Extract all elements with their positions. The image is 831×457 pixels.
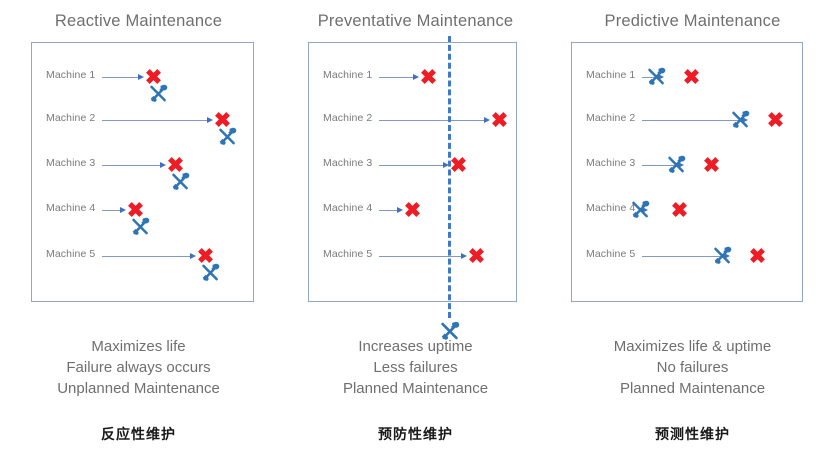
failure-x-icon <box>144 67 163 86</box>
maintenance-wrench-icon <box>666 154 687 175</box>
runtime-arrow-line <box>642 165 678 166</box>
machine-label: Machine 4 <box>46 202 96 214</box>
caption-line: Maximizes life & uptime <box>613 338 772 355</box>
arrow-head-icon <box>724 252 730 259</box>
failure-x-icon <box>490 110 509 129</box>
panel-chart-box-preventative: Machine 1 Machine 2 Machine 3 Machine 4 Mach… <box>308 42 517 302</box>
arrow-head-icon <box>461 252 467 259</box>
maintenance-wrench-icon <box>200 262 221 283</box>
failure-x-icon <box>670 200 689 219</box>
machine-label: Machine 5 <box>46 248 96 260</box>
arrow-head-icon <box>742 116 748 123</box>
runtime-arrow-line <box>102 77 138 78</box>
runtime-arrow-line <box>102 210 120 211</box>
failure-x-icon <box>748 246 767 265</box>
panel-caption-chinese-predictive: 预测性维护 <box>655 426 730 442</box>
machine-label: Machine 3 <box>46 157 96 169</box>
machine-label: Machine 5 <box>586 248 636 260</box>
failure-x-icon <box>766 110 785 129</box>
machine-label: Machine 4 <box>586 202 636 214</box>
caption-line: Increases uptime <box>358 338 473 355</box>
maintenance-wrench-icon <box>630 199 651 220</box>
arrow-head-icon <box>484 116 490 123</box>
runtime-arrow-line <box>102 256 190 257</box>
panel-caption-chinese-preventative: 预防性维护 <box>378 426 453 442</box>
machine-label: Machine 3 <box>323 157 373 169</box>
maintenance-wrench-icon <box>730 109 751 130</box>
machine-label: Machine 1 <box>586 69 636 81</box>
threshold-maintenance-wrench-icon <box>439 320 461 342</box>
machine-label: Machine 1 <box>323 69 373 81</box>
arrow-head-icon <box>160 161 166 168</box>
machine-label: Machine 2 <box>323 112 373 124</box>
runtime-arrow-line <box>379 120 484 121</box>
maintenance-wrench-icon <box>646 66 667 87</box>
caption-line: Failure always occurs <box>66 359 211 376</box>
runtime-arrow-line <box>642 77 658 78</box>
arrow-head-icon <box>138 73 144 80</box>
runtime-arrow-line <box>642 120 742 121</box>
runtime-arrow-line <box>102 120 207 121</box>
runtime-arrow-line <box>379 77 413 78</box>
failure-x-icon <box>126 200 145 219</box>
maintenance-wrench-icon <box>170 171 191 192</box>
machine-label: Machine 2 <box>46 112 96 124</box>
panel-title-preventative: Preventative Maintenance <box>317 12 514 30</box>
maintenance-wrench-icon <box>148 83 169 104</box>
machine-label: Machine 5 <box>323 248 373 260</box>
arrow-head-icon <box>207 116 213 123</box>
machine-label: Machine 3 <box>586 157 636 169</box>
runtime-arrow-line <box>379 165 443 166</box>
failure-x-icon <box>166 155 185 174</box>
failure-x-icon <box>213 110 232 129</box>
caption-line: No failures <box>656 359 729 376</box>
maintenance-wrench-icon <box>217 126 238 147</box>
panel-chart-box-reactive: Machine 1 Machine 2 Machine 3 Machine 4 Mach… <box>31 42 254 302</box>
panel-title-reactive: Reactive Maintenance <box>54 12 223 30</box>
arrow-head-icon <box>658 73 664 80</box>
caption-line: Maximizes life <box>91 338 186 355</box>
maintenance-wrench-icon <box>712 245 733 266</box>
caption-line: Planned Maintenance <box>342 380 489 397</box>
arrow-head-icon <box>642 206 648 213</box>
failure-x-icon <box>682 67 701 86</box>
machine-label: Machine 1 <box>46 69 96 81</box>
failure-x-icon <box>467 246 486 265</box>
failure-x-icon <box>403 200 422 219</box>
maintenance-wrench-icon <box>130 216 151 237</box>
arrow-head-icon <box>678 161 684 168</box>
arrow-head-icon <box>120 206 126 213</box>
caption-line: Unplanned Maintenance <box>57 380 220 397</box>
panel-chart-box-predictive: Machine 1 Machine 2 Machine 3 Machine 4 Mach… <box>571 42 803 302</box>
runtime-arrow-line <box>642 256 724 257</box>
runtime-arrow-line <box>379 210 397 211</box>
arrow-head-icon <box>397 206 403 213</box>
failure-x-icon <box>196 246 215 265</box>
machine-label: Machine 4 <box>323 202 373 214</box>
failure-x-icon <box>702 155 721 174</box>
panel-caption-chinese-reactive: 反应性维护 <box>101 426 176 442</box>
runtime-arrow-line <box>102 165 160 166</box>
caption-line: Less failures <box>373 359 458 376</box>
arrow-head-icon <box>190 252 196 259</box>
arrow-head-icon <box>443 161 449 168</box>
caption-line: Planned Maintenance <box>619 380 766 397</box>
maintenance-threshold-line <box>448 36 451 318</box>
failure-x-icon <box>419 67 438 86</box>
runtime-arrow-line <box>379 256 461 257</box>
arrow-head-icon <box>413 73 419 80</box>
machine-label: Machine 2 <box>586 112 636 124</box>
panel-title-predictive: Predictive Maintenance <box>604 12 781 30</box>
failure-x-icon <box>449 155 468 174</box>
